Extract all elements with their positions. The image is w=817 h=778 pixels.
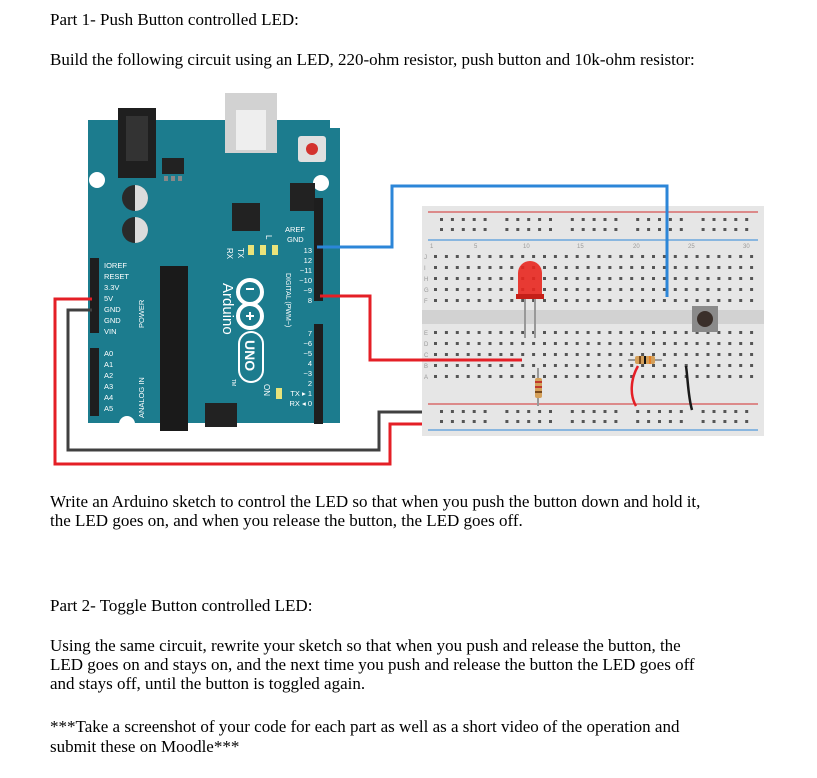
digital-pin-label: ~11: [300, 266, 312, 275]
arduino-logo: [236, 278, 264, 330]
digital-pin-label: 12: [304, 256, 312, 265]
row-letter: D: [424, 342, 429, 348]
part2-instruction-line: and stays off, until the button is toggl…: [50, 674, 366, 693]
power-pin-label: RESET: [104, 272, 129, 281]
part1-title: Part 1- Push Button controlled LED:: [50, 10, 299, 29]
digital-pin-label: 13: [304, 246, 312, 255]
analog-pin-label: A2: [104, 371, 113, 380]
part2-title: Part 2- Toggle Button controlled LED:: [50, 596, 313, 615]
column-number: 30: [743, 244, 750, 250]
sketch-instruction-line: the LED goes on, and when you release th…: [50, 511, 523, 530]
wire-red-5v: [53, 297, 422, 466]
part2-instruction-line: LED goes on and stays on, and the next t…: [50, 655, 695, 674]
digital-pin-label: RX ◂ 0: [289, 399, 312, 408]
column-number: 5: [474, 244, 478, 250]
digital-pin-label: ~6: [303, 339, 312, 348]
analog-pin-label: A0: [104, 349, 113, 358]
tx-label: TX: [236, 248, 245, 259]
power-pin-label: GND: [104, 316, 121, 325]
wire-black-gnd: [66, 308, 422, 452]
digital-pwm-label: DIGITAL (PWM~): [284, 273, 291, 327]
sketch-instruction-line: Write an Arduino sketch to control the L…: [50, 492, 701, 511]
column-number: 1: [430, 244, 434, 250]
digital-pin-label: TX ▸ 1: [290, 389, 312, 398]
row-letter: B: [424, 364, 428, 370]
analog-pin-label: A3: [104, 382, 113, 391]
wire-blue-pin13: [317, 184, 669, 297]
rx-label: RX: [225, 248, 234, 260]
submission-note-line: ***Take a screenshot of your code for ea…: [50, 717, 680, 736]
analog-pin-label: A1: [104, 360, 113, 369]
digital-pin-label: ~3: [303, 369, 312, 378]
arduino-board: IOREF RESET 3.3V 5V GND GND VIN A0 A1 A2…: [88, 93, 340, 432]
resistor-10k-ohm: [628, 356, 662, 364]
row-letter: E: [424, 331, 428, 337]
row-letter: I: [424, 266, 426, 272]
power-pin-label: VIN: [104, 327, 117, 336]
l-led-label: L: [264, 235, 273, 240]
part1-instruction: Build the following circuit using an LED…: [50, 50, 695, 69]
aref-label: AREF: [285, 225, 305, 234]
on-led-label: ON: [262, 384, 271, 396]
power-pin-label: IOREF: [104, 261, 127, 270]
uno-label: UNO: [242, 340, 258, 371]
power-pin-label: 3.3V: [104, 283, 119, 292]
row-letter: H: [424, 277, 428, 283]
analog-in-label: ANALOG IN: [137, 377, 146, 418]
row-letter: C: [424, 353, 429, 359]
row-letter: F: [424, 299, 428, 305]
power-pin-label: 5V: [104, 294, 113, 303]
breadboard: 1 5 10 15 20 25 30 J I H G F E D C B A: [422, 206, 764, 436]
trademark-label: TM: [230, 379, 236, 386]
column-number: 25: [688, 244, 695, 250]
circuit-diagram: IOREF RESET 3.3V 5V GND GND VIN A0 A1 A2…: [40, 88, 780, 478]
power-label: POWER: [137, 299, 146, 328]
analog-pin-label: A5: [104, 404, 113, 413]
digital-pin-label: 2: [308, 379, 312, 388]
row-letter: A: [424, 375, 428, 381]
submission-note-line: submit these on Moodle***: [50, 737, 240, 756]
column-number: 10: [523, 244, 530, 250]
digital-pin-label: 8: [308, 296, 312, 305]
column-number: 15: [577, 244, 584, 250]
power-pin-label: GND: [104, 305, 121, 314]
led: [516, 261, 544, 338]
wire-black-short: [684, 365, 694, 411]
gnd-label: GND: [287, 235, 304, 244]
digital-pin-label: ~5: [303, 349, 312, 358]
push-button: [692, 306, 718, 332]
wire-red-pin9: [320, 294, 522, 362]
digital-pin-label: ~10: [299, 276, 312, 285]
arduino-brand: Arduino: [219, 283, 236, 335]
part2-instruction-line: Using the same circuit, rewrite your ske…: [50, 636, 681, 655]
column-number: 20: [633, 244, 640, 250]
analog-pin-label: A4: [104, 393, 113, 402]
row-letter: J: [424, 255, 427, 261]
digital-pin-label: ~9: [303, 286, 312, 295]
microcontroller-chip: [160, 266, 188, 431]
resistor-220-ohm: [535, 368, 542, 406]
digital-pin-label: 4: [308, 359, 312, 368]
wire-red-short: [630, 365, 640, 407]
digital-pin-label: 7: [308, 329, 312, 338]
row-letter: G: [424, 288, 429, 294]
